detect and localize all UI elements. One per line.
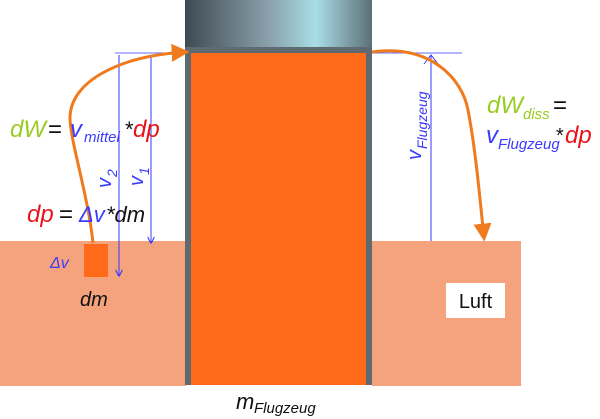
equals-right-label: =: [553, 92, 567, 119]
left-flow-arrow: [68, 43, 190, 244]
times-dm-label: *dm: [106, 202, 145, 227]
times-right-label: *: [556, 125, 564, 147]
svg-text:Flugzeug: Flugzeug: [414, 91, 430, 149]
luft-box: [446, 283, 505, 318]
svg-text:v: v: [94, 177, 116, 188]
v-right-label: v: [486, 122, 500, 149]
v-flugzeug-vertical-label: v Flugzeug: [404, 91, 430, 160]
equals-dp-label: =: [59, 201, 73, 228]
svg-text:v: v: [126, 175, 148, 186]
dW-diss-subscript: diss: [523, 106, 550, 123]
m-flugzeug-subscript: Flugzeug: [254, 400, 316, 417]
dp-main-label: dp: [27, 201, 54, 228]
v-right-subscript: Flugzeug: [498, 136, 560, 153]
vflug-top-tick: [423, 54, 439, 65]
dW-diss-label: dW: [487, 92, 525, 119]
v-label: v: [70, 116, 84, 143]
m-flugzeug-label: m: [236, 389, 254, 414]
delta-v-label: Δv: [78, 202, 107, 227]
dW-label: dW: [10, 116, 48, 143]
dp-label: dp: [133, 116, 160, 143]
aircraft-cylinder-top: [185, 0, 372, 47]
dm-label: dm: [80, 289, 108, 311]
dp-right-label: dp: [565, 122, 592, 149]
v1-label: v 1: [126, 167, 152, 186]
times-label: *: [125, 117, 134, 142]
svg-text:1: 1: [136, 167, 152, 175]
delta-v-small-label: Δv: [49, 255, 70, 272]
right-flow-arrow: [371, 49, 492, 242]
aircraft-wall-right: [366, 47, 372, 385]
v-mittel-subscript: mittel: [84, 129, 121, 146]
aircraft-wall-left: [185, 47, 191, 385]
dm-block: [84, 244, 108, 277]
svg-text:v: v: [404, 149, 426, 160]
v2-label: v 2: [94, 169, 120, 188]
luft-label: Luft: [459, 291, 493, 313]
equals-label: =: [48, 116, 62, 143]
aircraft-body: [191, 52, 366, 385]
aircraft-top-plate: [185, 47, 372, 53]
svg-text:2: 2: [104, 169, 120, 178]
